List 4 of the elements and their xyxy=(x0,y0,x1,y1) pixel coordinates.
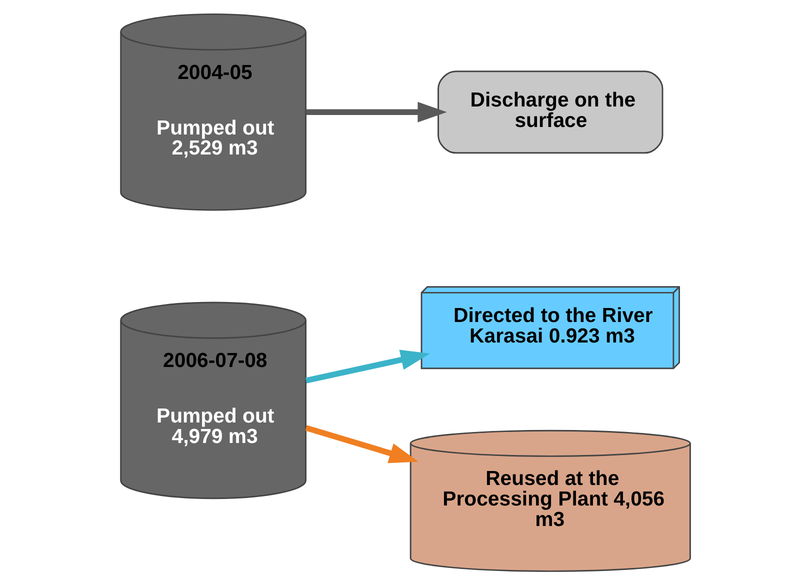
arrow xyxy=(305,425,418,464)
arrow xyxy=(305,350,430,384)
node-box: Discharge on the surface xyxy=(438,70,664,154)
arrow xyxy=(306,102,447,122)
